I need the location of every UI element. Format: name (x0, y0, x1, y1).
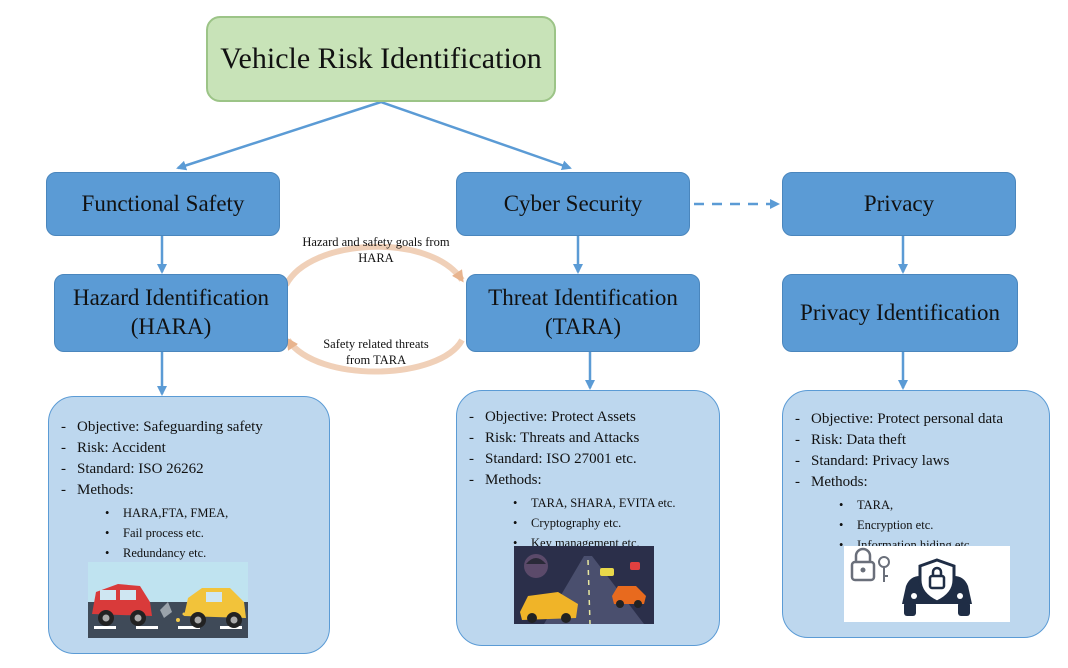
car-crash-illustration (88, 562, 248, 638)
methods-label: Methods: (811, 474, 868, 490)
objective-item: Objective: Protect personal data (783, 409, 1049, 430)
standard-item: Standard: ISO 27001 etc. (457, 449, 719, 470)
method-item: Cryptography etc. (485, 513, 719, 533)
method-item: Encryption etc. (811, 515, 1049, 535)
risk-item: Risk: Threats and Attacks (457, 428, 719, 449)
methods-item: Methods: TARA, SHARA, EVITA etc. Cryptog… (457, 470, 719, 553)
category-box-cyber-security: Cyber Security (456, 172, 690, 236)
identification-box-privacy: Privacy Identification (782, 274, 1018, 352)
identification-box-threat: Threat Identification (TARA) (466, 274, 700, 352)
edge-title-to-cyber-security (380, 100, 572, 171)
methods-list: HARA,FTA, FMEA, Fail process etc. Redund… (77, 503, 329, 563)
identification-line-2: (TARA) (544, 314, 622, 339)
methods-item: Methods: HARA,FTA, FMEA, Fail process et… (49, 480, 329, 563)
cycle-label-top-line-1: Hazard and safety goals from (302, 235, 450, 249)
panel-list: Objective: Protect Assets Risk: Threats … (457, 407, 719, 553)
cycle-label-bottom-line-2: from TARA (345, 353, 407, 367)
identification-box-hazard: Hazard Identification (HARA) (54, 274, 288, 352)
category-label: Functional Safety (81, 190, 245, 216)
risk-item: Risk: Data theft (783, 430, 1049, 451)
connected-cars-hacker-illustration (514, 546, 654, 624)
panel-list: Objective: Safeguarding safety Risk: Acc… (49, 417, 329, 563)
identification-line-1: Hazard Identification (72, 285, 270, 311)
cycle-label-top: Hazard and safety goals from HARA (276, 234, 476, 266)
method-item: TARA, (811, 495, 1049, 515)
category-label: Cyber Security (503, 190, 643, 216)
objective-item: Objective: Protect Assets (457, 407, 719, 428)
methods-item: Methods: TARA, Encryption etc. Informati… (783, 472, 1049, 555)
panel-privacy: Objective: Protect personal data Risk: D… (782, 390, 1050, 638)
method-item: HARA,FTA, FMEA, (77, 503, 329, 523)
cycle-arrow-bottom (285, 337, 465, 375)
edge-title-to-functional-safety (176, 100, 382, 171)
identification-line-2: (HARA) (130, 314, 212, 339)
identification-line-1: Privacy Identification (800, 299, 1000, 325)
category-box-functional-safety: Functional Safety (46, 172, 280, 236)
panel-list: Objective: Protect personal data Risk: D… (783, 409, 1049, 555)
cycle-label-top-line-2: HARA (358, 251, 394, 265)
standard-item: Standard: ISO 26262 (49, 459, 329, 480)
methods-list: TARA, SHARA, EVITA etc. Cryptography etc… (485, 493, 719, 553)
method-item: Fail process etc. (77, 523, 329, 543)
title-box: Vehicle Risk Identification (206, 16, 556, 102)
method-item: Redundancy etc. (77, 543, 329, 563)
category-box-privacy: Privacy (782, 172, 1016, 236)
risk-item: Risk: Accident (49, 438, 329, 459)
category-label: Privacy (863, 190, 935, 216)
padlock-car-shield-icon (844, 546, 1010, 622)
identification-line-1: Threat Identification (488, 285, 678, 311)
title-text: Vehicle Risk Identification (220, 42, 542, 75)
standard-item: Standard: Privacy laws (783, 451, 1049, 472)
cycle-label-bottom: Safety related threats from TARA (296, 336, 456, 368)
method-item: TARA, SHARA, EVITA etc. (485, 493, 719, 513)
cycle-arrow-top (283, 243, 465, 287)
methods-label: Methods: (77, 482, 134, 498)
cycle-label-bottom-line-1: Safety related threats (323, 337, 429, 351)
methods-label: Methods: (485, 472, 542, 488)
objective-item: Objective: Safeguarding safety (49, 417, 329, 438)
